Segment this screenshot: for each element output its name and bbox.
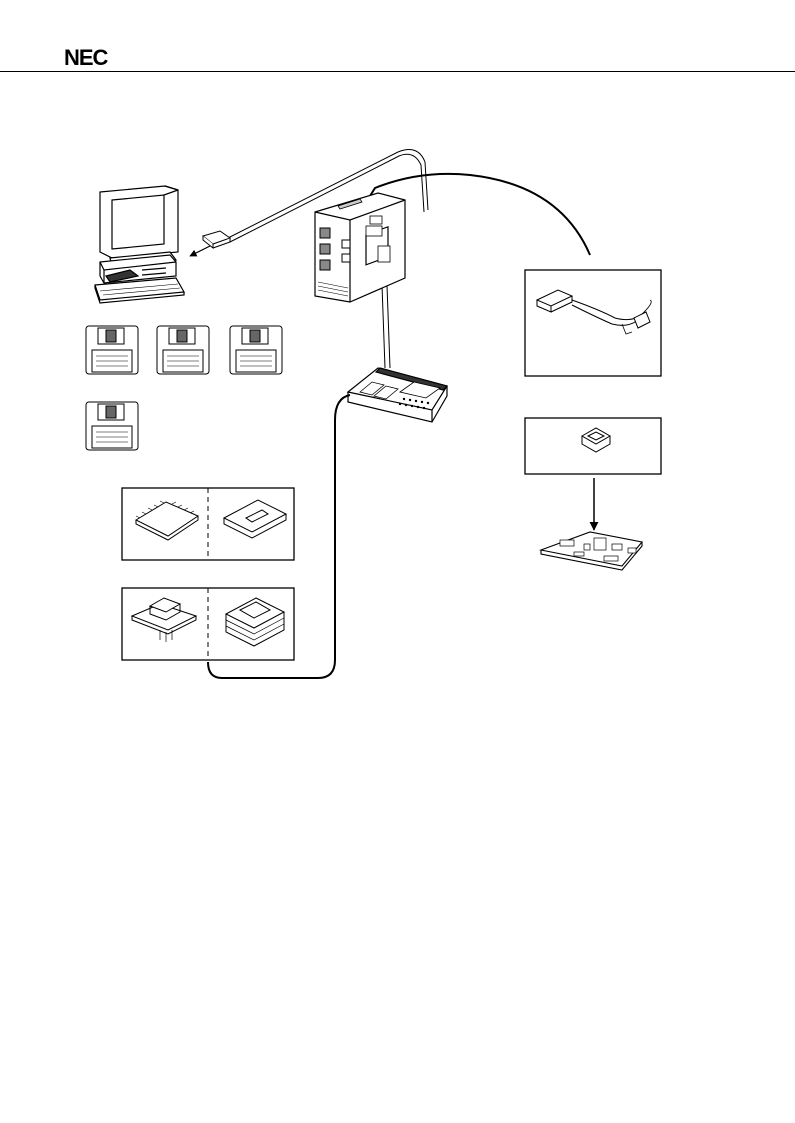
socket-adapter-icon (224, 597, 286, 647)
desktop-computer-icon (94, 185, 185, 304)
interface-card-icon (201, 230, 232, 250)
emulator-to-probe-cable (369, 172, 591, 256)
probe-cable-icon (535, 289, 652, 335)
floppy-disk-icon (85, 325, 139, 375)
floppy-disk-icon (85, 401, 139, 451)
socket-adapter-icon (130, 597, 198, 642)
conversion-socket-panel (524, 417, 662, 475)
device-packages-panel (121, 487, 295, 561)
circuit-board-icon (538, 531, 644, 571)
socket-icon (580, 427, 612, 453)
card-insert-arrow (189, 245, 211, 257)
floppy-disks (85, 325, 283, 451)
page-header: NEC (0, 0, 795, 72)
floppy-disk-icon (156, 325, 210, 375)
pc-to-emulator-cable (227, 149, 429, 239)
sockets-adapters-panel (121, 587, 295, 661)
nec-logo: NEC (64, 45, 108, 70)
ic-package-icon (222, 499, 288, 539)
floppy-disk-icon (229, 325, 283, 375)
probe-cable-panel (524, 269, 662, 377)
ic-package-icon (134, 500, 200, 541)
keypad-console-icon (346, 367, 449, 423)
emulator-unit-icon (314, 192, 406, 303)
header-divider (0, 71, 795, 72)
pod-to-adapter-cable (207, 394, 351, 679)
